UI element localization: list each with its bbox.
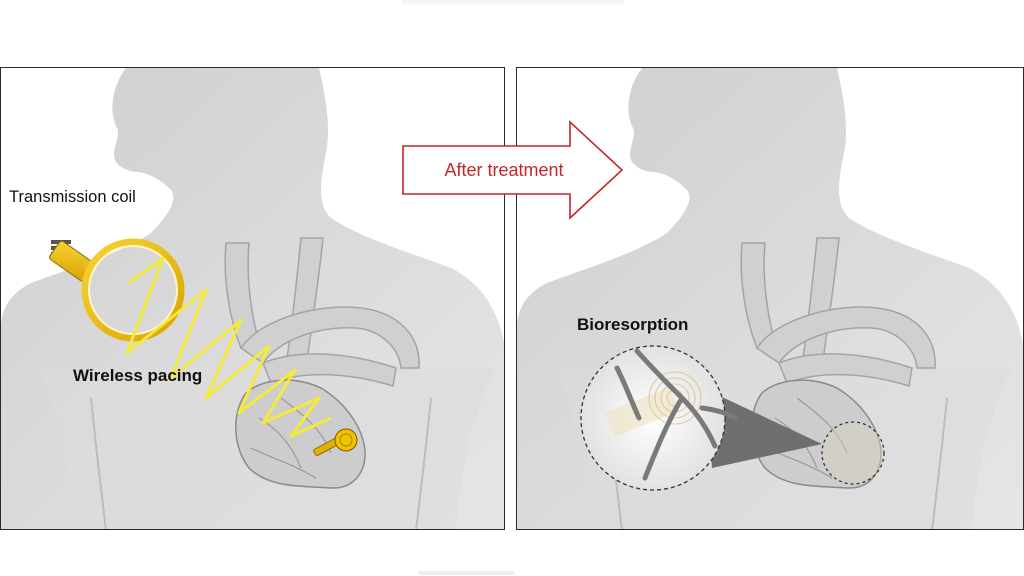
body-illustration-left [1,68,504,529]
bioresorption-label: Bioresorption [577,315,689,334]
great-vessels [740,237,936,387]
magnified-view [580,345,738,491]
top-artifact [402,0,624,6]
zoom-source-circle [821,421,885,485]
after-treatment-label: After treatment [444,160,564,180]
wireless-pacing-label: Wireless pacing [73,366,203,385]
panel-before-treatment: Transmission coil Wireless pacing [0,67,505,530]
great-vessels [224,237,420,387]
panel-after-treatment: Bioresorption [516,67,1024,530]
heart [235,379,366,489]
wireless-signal-wave [125,256,332,438]
bottom-artifact [418,571,514,575]
body-illustration-right [517,68,1023,529]
transmission-coil-label: Transmission coil [9,188,136,206]
after-treatment-arrow: After treatment [402,120,624,220]
heart [751,379,882,489]
right-arrow-icon [402,120,624,220]
magnifier-zoom-icon [707,390,822,468]
lung-outline [90,397,432,529]
pacemaker-device-icon [313,428,358,456]
